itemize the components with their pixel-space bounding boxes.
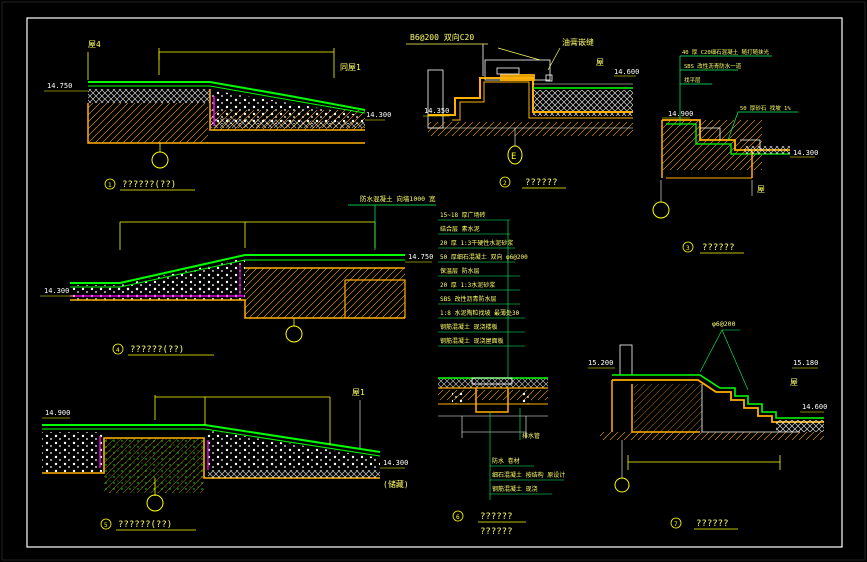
level-label: 14.600 bbox=[614, 68, 639, 76]
detail-number: 2 bbox=[503, 180, 507, 187]
detail-title: ??????(??) bbox=[122, 180, 176, 190]
layer-note: 钢筋混凝土 现浇 bbox=[492, 485, 538, 493]
layer-note: 结合层 素水泥 bbox=[440, 225, 480, 233]
detail-title: ?????? bbox=[696, 519, 729, 529]
level-label: 14.900 bbox=[668, 110, 693, 118]
detail-number: 4 bbox=[116, 347, 120, 354]
detail-number: 5 bbox=[104, 522, 108, 529]
detail-2: B6@200 双向C20 油膏嵌缝 屋 14.600 14.350 E 2 ??… bbox=[406, 32, 639, 189]
detail-subtitle: ?????? bbox=[480, 527, 513, 537]
detail-title: ??????(??) bbox=[130, 345, 184, 355]
detail-1: 14.750 14.300 屋4 同屋1 1 ??????(??) bbox=[44, 40, 391, 191]
note-label: SBS 改性沥青防水一道 bbox=[684, 62, 742, 70]
detail-5: 14.900 14.300 屋1 (储藏) 5 ??????(??) bbox=[42, 388, 409, 531]
section-marker bbox=[614, 477, 630, 493]
section-marker bbox=[652, 201, 670, 219]
detail-number-circle bbox=[452, 510, 464, 522]
detail-number-circle bbox=[112, 343, 124, 355]
layer-note: 钢筋混凝土 现浇屋面板 bbox=[440, 337, 504, 345]
layer-note: 20 厚 1:3干硬性水泥砂浆 bbox=[440, 239, 513, 247]
layer-note: 15~18 厚广场砖 bbox=[440, 211, 486, 219]
level-label: 15.180 bbox=[793, 359, 818, 367]
layer-note: 防水 卷材 bbox=[492, 457, 520, 465]
detail-number-circle bbox=[670, 517, 682, 529]
note-label: 同屋1 bbox=[340, 63, 361, 72]
layer-note: 保温层 防水层 bbox=[440, 267, 480, 275]
layer-note: 细石混凝土 按结构 原设计 bbox=[492, 471, 565, 479]
note-label: (储藏) bbox=[383, 479, 409, 489]
detail-number-circle bbox=[682, 241, 694, 253]
note-label: φ6@200 bbox=[712, 320, 736, 328]
detail-number-circle bbox=[499, 176, 511, 188]
detail-title: ?????? bbox=[525, 178, 558, 188]
level-label: 14.350 bbox=[424, 107, 449, 115]
note-label: 屋 bbox=[757, 185, 765, 194]
section-marker bbox=[285, 325, 303, 343]
section-marker bbox=[146, 494, 164, 512]
detail-number: 3 bbox=[686, 245, 690, 252]
layer-note: 排水管 bbox=[522, 432, 540, 440]
detail-title: ??????(??) bbox=[118, 520, 172, 530]
level-label: 14.750 bbox=[408, 253, 433, 261]
note-label: 屋 bbox=[596, 58, 604, 67]
detail-4: 防水混凝土 向墙1000 宽 14.300 14.750 4 ??????(??… bbox=[40, 194, 436, 356]
level-label: 15.200 bbox=[588, 359, 613, 367]
detail-number: 7 bbox=[674, 521, 678, 528]
layer-note: SBS 改性沥青防水层 bbox=[440, 295, 496, 303]
sheet-border bbox=[26, 17, 843, 548]
detail-number: 6 bbox=[456, 514, 460, 521]
note-label: 50 厚砂石 找坡 1% bbox=[740, 104, 791, 112]
detail-number-circle bbox=[100, 518, 112, 530]
level-label: 14.600 bbox=[802, 403, 827, 411]
note-label: 40 厚 C20细石混凝土 随打随抹光 bbox=[682, 48, 769, 56]
level-label: 14.750 bbox=[47, 82, 72, 90]
layer-note: 钢筋混凝土 现浇楼板 bbox=[440, 323, 498, 331]
note-label: 屋1 bbox=[352, 388, 365, 397]
layer-note: 1:8 水泥陶粒找坡 最薄处30 bbox=[440, 309, 520, 317]
level-label: 14.300 bbox=[383, 459, 408, 467]
detail-7: φ6@200 15.200 15.180 14.600 屋 7 ?????? bbox=[588, 320, 827, 530]
detail-title: ?????? bbox=[480, 512, 513, 522]
note-label: B6@200 双向C20 bbox=[410, 32, 474, 42]
layer-note: 50 厚细石混凝土 双向 φ6@200 bbox=[440, 253, 528, 261]
section-marker bbox=[151, 151, 169, 169]
section-marker-label: E bbox=[511, 152, 516, 162]
detail-number: 1 bbox=[108, 182, 112, 189]
section-marker bbox=[507, 145, 523, 165]
level-label: 14.300 bbox=[793, 149, 818, 157]
detail-title: ?????? bbox=[702, 243, 735, 253]
detail-6: 15~18 厚广场砖 结合层 素水泥 20 厚 1:3干硬性水泥砂浆 50 厚细… bbox=[438, 211, 565, 537]
level-label: 14.300 bbox=[44, 287, 69, 295]
note-label: 油膏嵌缝 bbox=[562, 37, 594, 47]
note-label: 屋4 bbox=[88, 40, 101, 49]
detail-3: 40 厚 C20细石混凝土 随打随抹光 SBS 改性沥青防水一道 找平层 50 … bbox=[652, 48, 818, 254]
detail-number-circle bbox=[104, 178, 116, 190]
level-label: 14.900 bbox=[45, 409, 70, 417]
note-label: 防水混凝土 向墙1000 宽 bbox=[360, 194, 436, 203]
note-label: 屋 bbox=[790, 378, 798, 387]
layer-note: 20 厚 1:3水泥砂浆 bbox=[440, 281, 495, 289]
note-label: 找平层 bbox=[684, 76, 701, 84]
level-label: 14.300 bbox=[366, 111, 391, 119]
